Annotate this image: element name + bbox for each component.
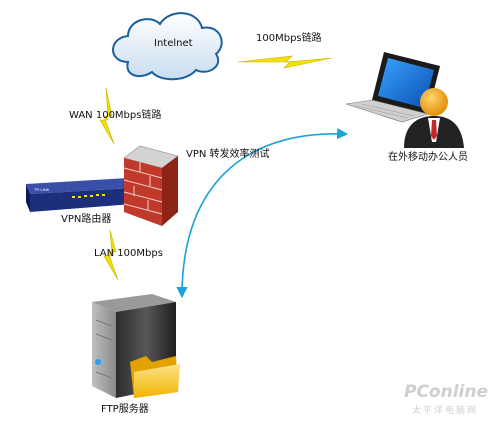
vpn-router-icon: TP-LINK — [26, 178, 132, 212]
link-label-wan: WAN 100Mbps链路 — [69, 110, 162, 121]
firewall-icon — [123, 145, 179, 226]
ftp-server-label: FTP服务器 — [101, 404, 149, 415]
internet-label: Intelnet — [154, 38, 193, 49]
vpn-test-arrow — [176, 128, 349, 299]
internet-cloud-icon — [112, 12, 223, 81]
lightning-link-icon — [103, 229, 119, 281]
vpn-test-label: VPN 转发效率测试 — [186, 149, 270, 160]
link-label-internet-user: 100Mbps链路 — [256, 33, 322, 44]
router-label: VPN路由器 — [61, 214, 112, 225]
user-avatar-icon — [404, 88, 464, 148]
watermark-subtitle: 太平洋电脑网 — [412, 406, 479, 416]
laptop-user-label: 在外移动办公人员 — [388, 152, 468, 163]
lightning-link-icon — [237, 55, 333, 69]
lightning-link-icon — [99, 87, 115, 145]
router-brand-label: TP-LINK — [34, 187, 50, 192]
watermark-brand: PConline — [404, 382, 489, 402]
folder-icon — [130, 356, 180, 398]
link-label-lan: LAN 100Mbps — [94, 248, 163, 259]
